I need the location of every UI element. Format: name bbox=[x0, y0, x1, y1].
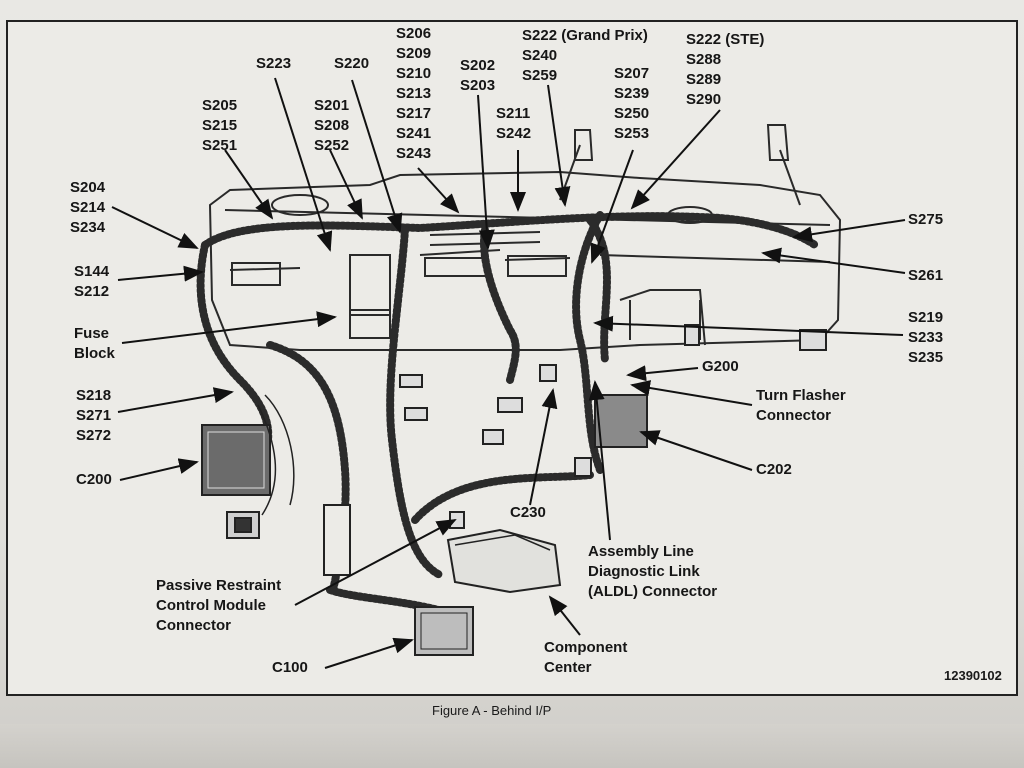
label-line: S217 bbox=[396, 105, 432, 122]
label-line: S233 bbox=[908, 329, 944, 346]
figure-caption: Figure A - Behind I/P bbox=[432, 703, 552, 718]
label-line: S214 bbox=[70, 199, 106, 216]
label-line: G200 bbox=[702, 358, 739, 375]
label-line: S250 bbox=[614, 105, 650, 122]
label-line: S207 bbox=[614, 65, 650, 82]
label-line: Control Module bbox=[156, 597, 266, 614]
label-line: S215 bbox=[202, 117, 238, 134]
label-line: Assembly Line bbox=[588, 543, 694, 560]
label-line: (ALDL) Connector bbox=[588, 583, 718, 600]
label-line: S208 bbox=[314, 117, 350, 134]
label-line: Component bbox=[544, 639, 628, 656]
instrument-panel-outline bbox=[208, 124, 842, 351]
label-line: S210 bbox=[396, 65, 432, 82]
label-g200: G200 bbox=[702, 357, 739, 377]
label-line: S261 bbox=[908, 267, 944, 284]
label-line: S206 bbox=[396, 25, 432, 42]
label-line: S144 bbox=[74, 263, 110, 280]
label-line: S259 bbox=[522, 67, 558, 84]
label-line: S219 bbox=[908, 309, 944, 326]
label-c230: C230 bbox=[510, 503, 546, 523]
label-line: C200 bbox=[76, 471, 112, 488]
label-c200: C200 bbox=[76, 470, 112, 490]
label-line: S275 bbox=[908, 211, 944, 228]
label-line: Block bbox=[74, 345, 115, 362]
label-line: Connector bbox=[156, 617, 231, 634]
label-line: S213 bbox=[396, 85, 432, 102]
leader-arrows bbox=[111, 77, 906, 669]
label-s261: S261 bbox=[908, 266, 943, 286]
label-line: S251 bbox=[202, 137, 238, 154]
label-line: S209 bbox=[396, 45, 432, 62]
label-line: S241 bbox=[396, 125, 432, 142]
label-line: Connector bbox=[756, 407, 831, 424]
page-bottom-edge bbox=[0, 724, 1024, 768]
label-line: S201 bbox=[314, 97, 350, 114]
label-line: S235 bbox=[908, 349, 944, 366]
label-line: S211 bbox=[496, 105, 531, 122]
label-line: S253 bbox=[614, 125, 650, 142]
label-line: Center bbox=[544, 659, 592, 676]
label-c100: C100 bbox=[272, 658, 308, 678]
label-line: S272 bbox=[76, 427, 112, 444]
label-line: S242 bbox=[496, 125, 532, 142]
label-line: S243 bbox=[396, 145, 432, 162]
label-line: S240 bbox=[522, 47, 558, 64]
label-line: C100 bbox=[272, 659, 308, 676]
label-line: Turn Flasher bbox=[756, 387, 846, 404]
label-line: S203 bbox=[460, 77, 496, 94]
label-line: S204 bbox=[70, 179, 106, 196]
label-line: S202 bbox=[460, 57, 496, 74]
label-line: S289 bbox=[686, 71, 722, 88]
label-s275: S275 bbox=[908, 210, 943, 230]
label-line: Fuse bbox=[74, 325, 110, 342]
label-line: C202 bbox=[756, 461, 792, 478]
label-line: Diagnostic Link bbox=[588, 563, 700, 580]
label-line: S239 bbox=[614, 85, 650, 102]
label-line: S222 (STE) bbox=[686, 31, 765, 48]
label-line: Passive Restraint bbox=[156, 577, 282, 594]
label-line: C230 bbox=[510, 504, 546, 521]
part-number: 12390102 bbox=[944, 668, 1002, 683]
label-line: S290 bbox=[686, 91, 722, 108]
label-line: S212 bbox=[74, 283, 110, 300]
label-line: S222 (Grand Prix) bbox=[522, 27, 648, 44]
label-s220: S220 bbox=[334, 54, 369, 74]
label-c202: C202 bbox=[756, 460, 792, 480]
label-line: S223 bbox=[256, 55, 292, 72]
label-line: S271 bbox=[76, 407, 112, 424]
label-line: S205 bbox=[202, 97, 238, 114]
label-line: S220 bbox=[334, 55, 370, 72]
label-line: S234 bbox=[70, 219, 106, 236]
label-line: S218 bbox=[76, 387, 112, 404]
label-s223: S223 bbox=[256, 54, 291, 74]
label-line: S252 bbox=[314, 137, 350, 154]
label-line: S288 bbox=[686, 51, 722, 68]
